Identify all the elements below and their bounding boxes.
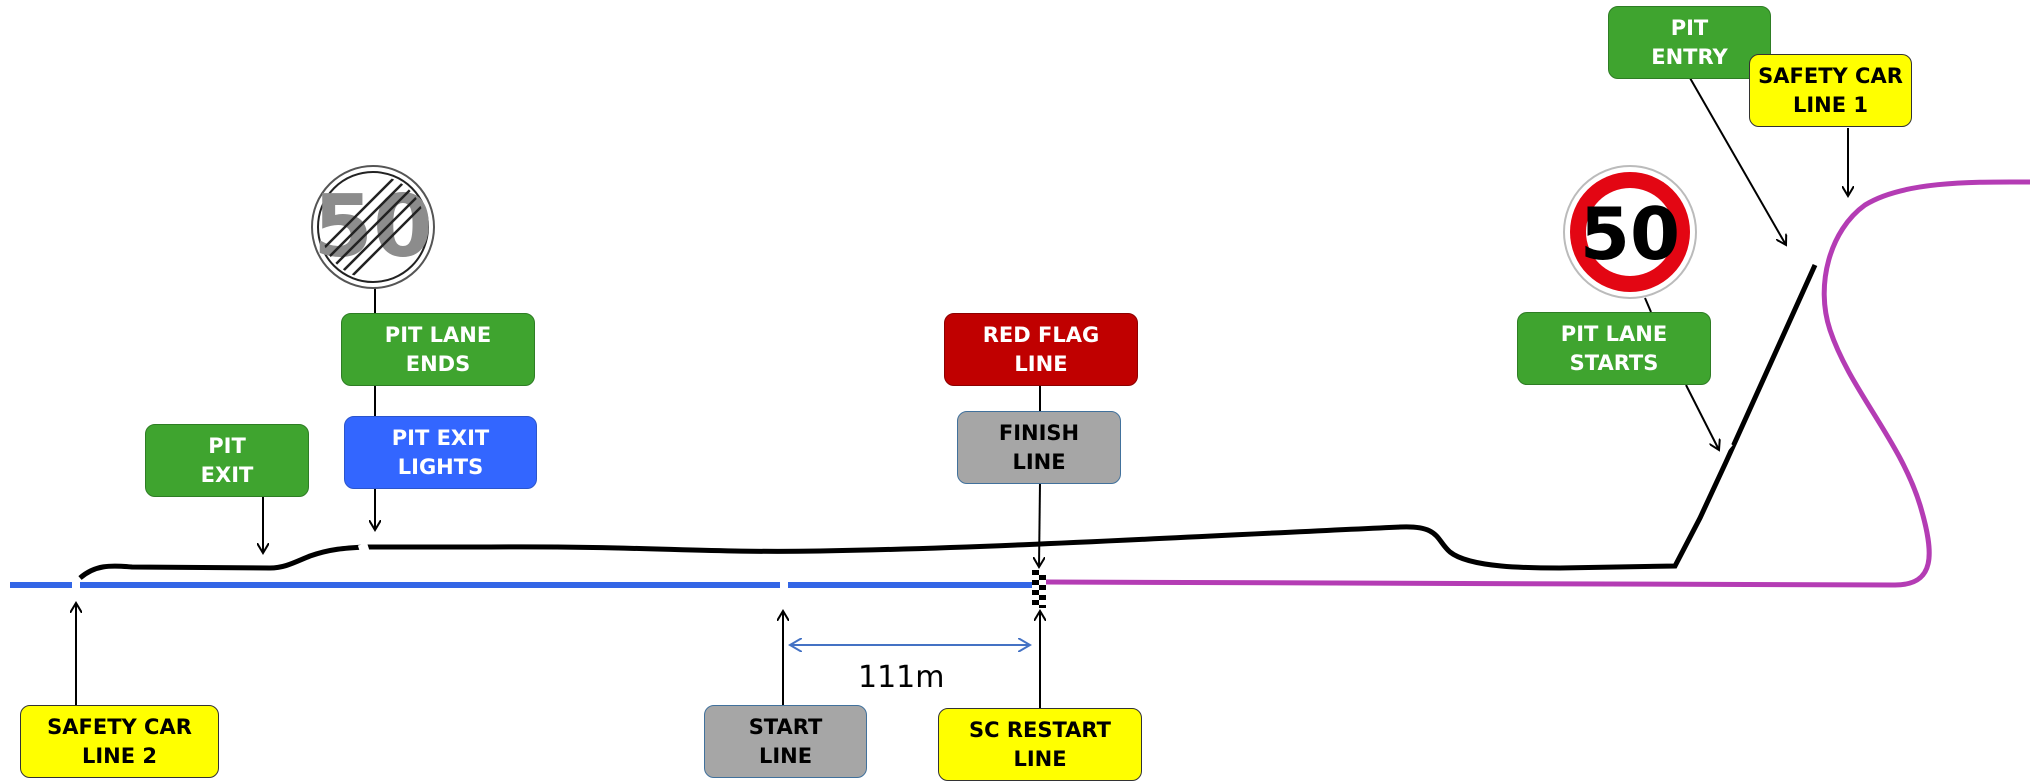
speed-limit-end-sign: 50 (311, 165, 435, 289)
pit-lane-starts-label: PIT LANE STARTS (1517, 312, 1711, 385)
red-flag-line-label: RED FLAG LINE (944, 313, 1138, 386)
pit-exit-lights-gap (357, 542, 370, 553)
distance-label: 111m (858, 660, 945, 695)
pit-lane-ends-label: PIT LANE ENDS (341, 313, 535, 386)
safety-car-line-1-mark (1839, 192, 1856, 208)
pit-lane-path (78, 263, 1818, 580)
finish-line-checker (1032, 570, 1046, 608)
speed-limit-start-sign: 50 (1563, 165, 1697, 299)
pit-exit-lights-label: PIT EXIT LIGHTS (344, 416, 537, 489)
pit-entry-label: PIT ENTRY (1608, 6, 1771, 79)
speed-limit-start-number: 50 (1580, 192, 1680, 276)
pit-lane-starts-sign-connector (1644, 297, 1652, 313)
pit-exit-label: PIT EXIT (145, 424, 309, 497)
main-track-magenta (1044, 179, 2031, 588)
start-line-label: START LINE (704, 705, 867, 778)
pit-entry-arrow (1689, 77, 1786, 245)
finish-line-arrow (1039, 482, 1040, 567)
pit-lane-starts-arrow (1685, 384, 1719, 450)
safety-car-line-2-label: SAFETY CAR LINE 2 (20, 705, 219, 778)
sc-restart-line-label: SC RESTART LINE (938, 708, 1142, 781)
safety-car-line-1-label: SAFETY CAR LINE 1 (1749, 54, 1912, 127)
pit-lane-start-gap (1716, 440, 1733, 459)
finish-line-label: FINISH LINE (957, 411, 1121, 484)
